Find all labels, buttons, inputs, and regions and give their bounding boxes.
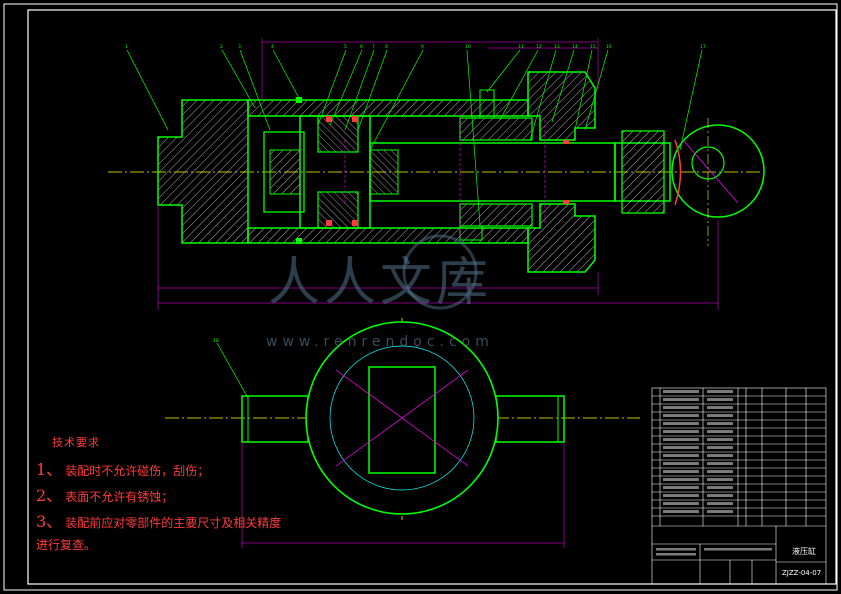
- part-label-5: 5: [344, 44, 347, 50]
- watermark-url: www.renrendoc.com: [266, 334, 494, 350]
- part-label-17: 17: [700, 44, 706, 50]
- tech-requirement-1-text: 装配时不允许碰伤，刮伤；: [65, 464, 210, 478]
- part-label-4: 4: [271, 44, 274, 50]
- tech-requirement-3-text: 装配前应对零部件的主要尺寸及相关精度: [65, 516, 282, 530]
- tech-requirement-3-continuation: 进行复查。: [36, 538, 97, 552]
- tech-requirements-title: 技术要求: [52, 436, 100, 449]
- part-number-labels: 1 2 3 4 5 6 7 8 9 10 11 12 13 14 15 16 1…: [125, 44, 706, 344]
- watermark-brand: 人人文库: [268, 253, 492, 313]
- part-label-8: 8: [385, 44, 388, 50]
- tech-requirement-2-num: 2、: [36, 486, 63, 505]
- title-block-name: 液压缸: [792, 546, 816, 556]
- part-label-18: 18: [213, 338, 219, 344]
- front-section-view: [108, 38, 765, 310]
- tech-requirement-2: 2、表面不允许有锈蚀；: [36, 482, 173, 506]
- part-label-12: 12: [536, 44, 542, 50]
- tech-requirement-1: 1、装配时不允许碰伤，刮伤；: [36, 456, 209, 480]
- bom-cell-text: [656, 390, 772, 556]
- tech-requirement-3-num: 3、: [36, 512, 63, 531]
- part-label-13: 13: [554, 44, 560, 50]
- top-view: [165, 318, 640, 548]
- part-label-7: 7: [372, 44, 375, 50]
- part-label-3: 3: [238, 44, 241, 50]
- tech-requirement-3: 3、装配前应对零部件的主要尺寸及相关精度: [36, 508, 281, 532]
- title-block-code: ZJZZ-04-07: [782, 569, 821, 577]
- part-label-11: 11: [518, 44, 524, 50]
- part-label-6: 6: [360, 44, 363, 50]
- sheet-border: [3, 3, 838, 591]
- part-label-16: 16: [606, 44, 612, 50]
- watermark-logo: [402, 234, 478, 310]
- tech-requirement-2-text: 表面不允许有锈蚀；: [65, 490, 174, 504]
- part-label-10: 10: [465, 44, 471, 50]
- bom-table: [651, 387, 827, 585]
- part-leaders: [126, 49, 703, 399]
- part-label-2: 2: [220, 44, 223, 50]
- part-label-9: 9: [421, 44, 424, 50]
- part-label-1: 1: [125, 44, 128, 50]
- drawing-frame: [27, 9, 837, 585]
- tech-requirement-1-num: 1、: [36, 460, 63, 479]
- part-label-14: 14: [572, 44, 578, 50]
- part-label-15: 15: [590, 44, 596, 50]
